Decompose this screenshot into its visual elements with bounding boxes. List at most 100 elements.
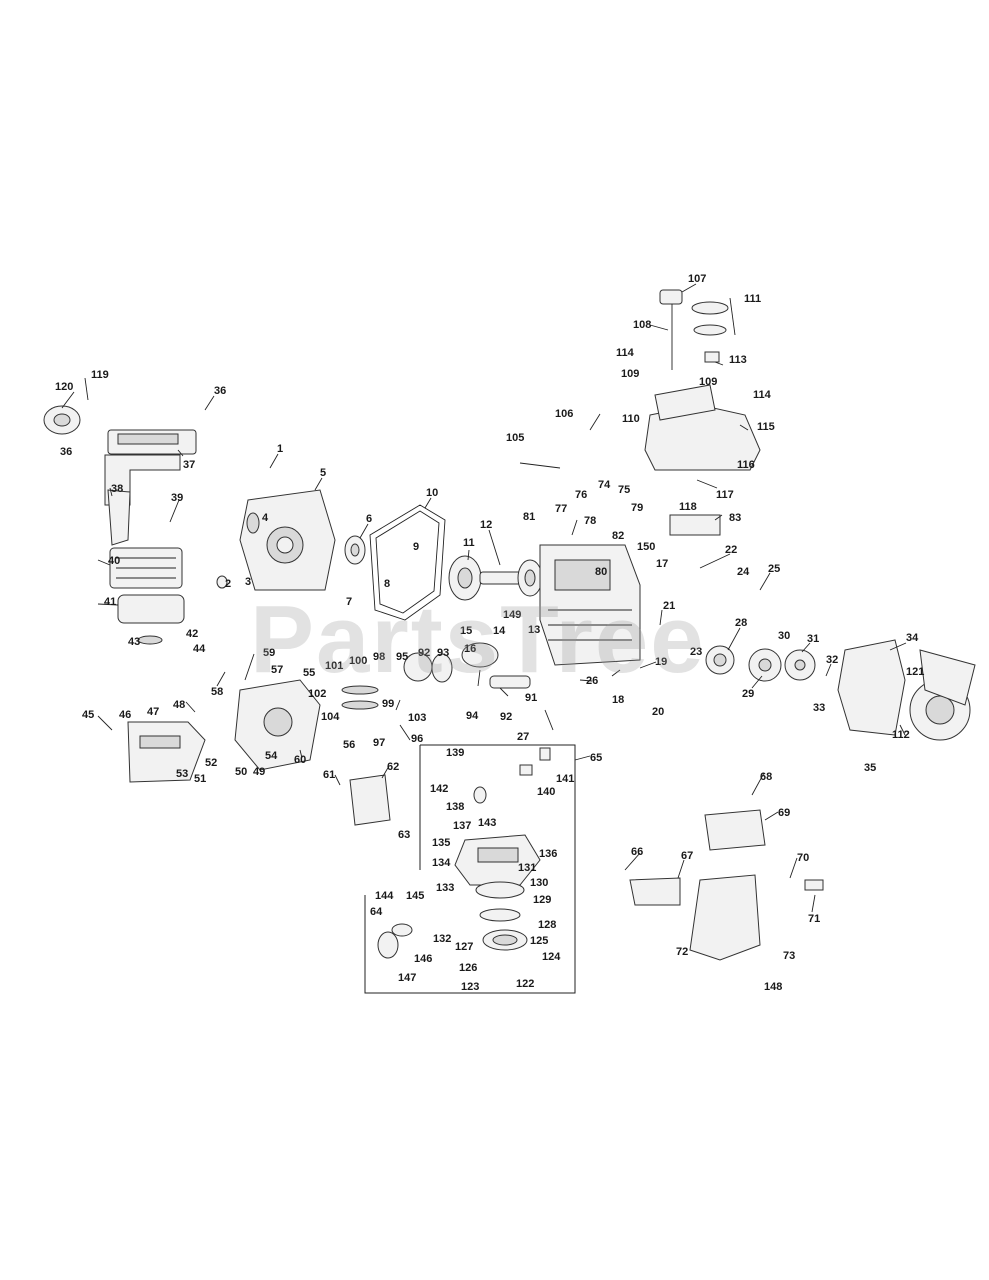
callout-96: 96 <box>411 733 423 745</box>
callout-50: 50 <box>235 766 247 778</box>
callout-47: 47 <box>147 706 159 718</box>
callout-125: 125 <box>530 935 548 947</box>
callout-77: 77 <box>555 503 567 515</box>
callout-43: 43 <box>128 636 140 648</box>
callout-73: 73 <box>783 950 795 962</box>
callout-30: 30 <box>778 630 790 642</box>
callout-57: 57 <box>271 664 283 676</box>
callout-58: 58 <box>211 686 223 698</box>
callout-142: 142 <box>430 783 448 795</box>
callout-29: 29 <box>742 688 754 700</box>
callout-17: 17 <box>656 558 668 570</box>
callout-37: 37 <box>183 459 195 471</box>
callout-95: 95 <box>396 651 408 663</box>
callout-104: 104 <box>321 711 340 723</box>
callout-22: 22 <box>725 544 737 556</box>
carburetor-subassembly <box>364 744 576 994</box>
callout-149: 149 <box>503 609 521 621</box>
callout-20: 20 <box>652 706 664 718</box>
callout-91: 91 <box>525 692 537 704</box>
callout-6: 6 <box>366 513 372 525</box>
callout-68: 68 <box>760 771 772 783</box>
callout-134: 134 <box>432 857 451 869</box>
callout-79: 79 <box>631 502 643 514</box>
callout-128: 128 <box>538 919 556 931</box>
callout-127: 127 <box>455 941 473 953</box>
callout-36a: 36 <box>214 385 226 397</box>
callout-132: 132 <box>433 933 451 945</box>
callout-32: 32 <box>826 654 838 666</box>
callout-54: 54 <box>265 750 278 762</box>
callout-136: 136 <box>539 848 557 860</box>
callout-69: 69 <box>778 807 790 819</box>
callout-150: 150 <box>637 541 655 553</box>
callout-137: 137 <box>453 820 471 832</box>
callout-5: 5 <box>320 467 326 479</box>
callout-146: 146 <box>414 953 432 965</box>
callout-93: 93 <box>437 647 449 659</box>
callout-4: 4 <box>262 512 269 524</box>
callout-46: 46 <box>119 709 131 721</box>
callout-26: 26 <box>586 675 598 687</box>
callout-34: 34 <box>906 632 919 644</box>
callout-92a: 92 <box>418 647 430 659</box>
callout-109b: 109 <box>699 376 717 388</box>
callout-10: 10 <box>426 487 438 499</box>
callout-24: 24 <box>737 566 750 578</box>
callout-49: 49 <box>253 766 265 778</box>
callout-41: 41 <box>104 596 116 608</box>
callout-15: 15 <box>460 625 472 637</box>
callout-74: 74 <box>598 479 611 491</box>
callout-141: 141 <box>556 773 574 785</box>
callout-23: 23 <box>690 646 702 658</box>
callout-98: 98 <box>373 651 385 663</box>
callout-7: 7 <box>346 596 352 608</box>
callout-124: 124 <box>542 951 561 963</box>
callout-42: 42 <box>186 628 198 640</box>
callout-80: 80 <box>595 566 607 578</box>
callout-114a: 114 <box>616 347 635 359</box>
callout-148: 148 <box>764 981 782 993</box>
callout-102: 102 <box>308 688 326 700</box>
callout-75: 75 <box>618 484 630 496</box>
callout-131: 131 <box>518 862 536 874</box>
callout-144: 144 <box>375 890 394 902</box>
callout-53: 53 <box>176 768 188 780</box>
callout-64: 64 <box>370 906 383 918</box>
callout-126: 126 <box>459 962 477 974</box>
callout-114b: 114 <box>753 389 772 401</box>
callout-48: 48 <box>173 699 185 711</box>
callout-13: 13 <box>528 624 540 636</box>
callout-16: 16 <box>464 643 476 655</box>
callout-112: 112 <box>892 729 910 741</box>
callout-25: 25 <box>768 563 780 575</box>
callout-62: 62 <box>387 761 399 773</box>
callout-71: 71 <box>808 913 820 925</box>
callout-61: 61 <box>323 769 335 781</box>
callout-27: 27 <box>517 731 529 743</box>
callout-120: 120 <box>55 381 73 393</box>
callout-97: 97 <box>373 737 385 749</box>
callout-14: 14 <box>493 625 506 637</box>
callout-38: 38 <box>111 483 123 495</box>
callout-143: 143 <box>478 817 496 829</box>
callout-56: 56 <box>343 739 355 751</box>
callout-28: 28 <box>735 617 747 629</box>
callout-12: 12 <box>480 519 492 531</box>
callout-76: 76 <box>575 489 587 501</box>
callout-82: 82 <box>612 530 624 542</box>
callout-105: 105 <box>506 432 524 444</box>
callout-11: 11 <box>463 537 475 549</box>
callout-100: 100 <box>349 655 367 667</box>
part-sketches <box>43 289 976 961</box>
callout-113: 113 <box>729 354 747 366</box>
callout-110: 110 <box>622 413 640 425</box>
callout-44: 44 <box>193 643 206 655</box>
callout-107: 107 <box>688 273 706 285</box>
callout-52: 52 <box>205 757 217 769</box>
callout-60: 60 <box>294 754 306 766</box>
callout-70: 70 <box>797 852 809 864</box>
callout-63: 63 <box>398 829 410 841</box>
callout-9: 9 <box>413 541 419 553</box>
